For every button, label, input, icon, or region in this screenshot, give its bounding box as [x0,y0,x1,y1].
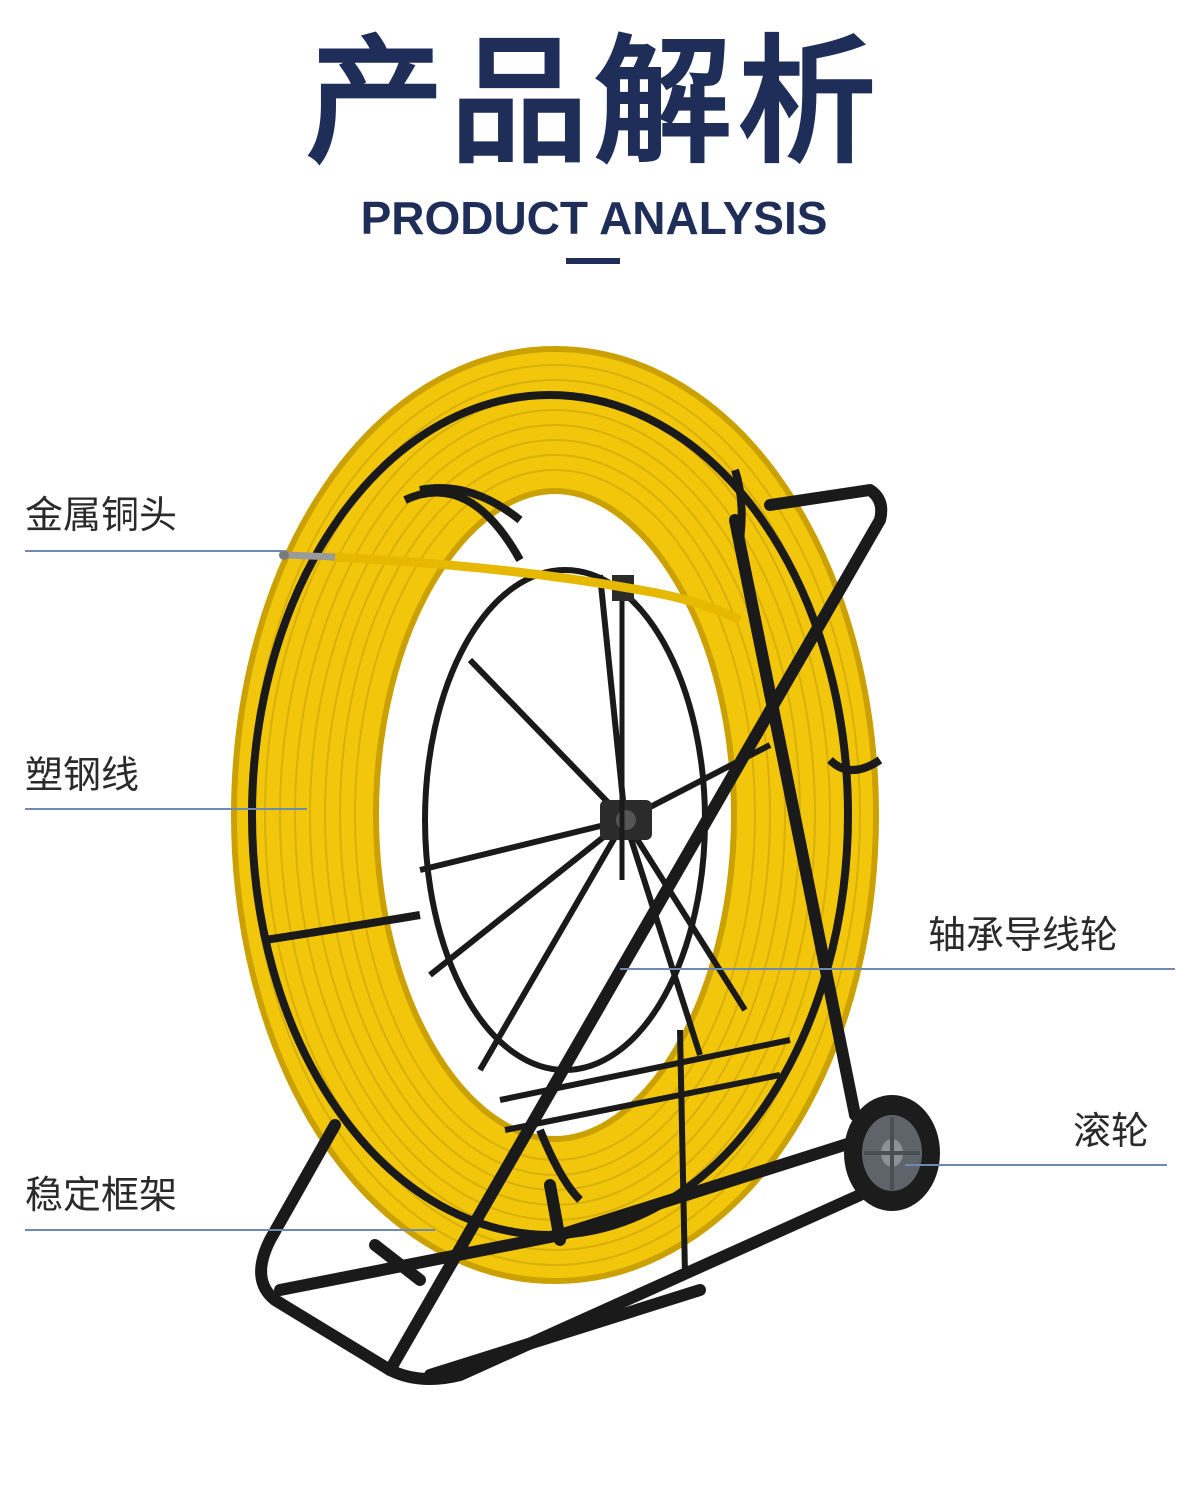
title-divider [566,258,620,264]
reel-hub [600,800,652,840]
page-subtitle: PRODUCT ANALYSIS [360,192,828,244]
reel-inner-ring [422,567,708,1073]
callout-bearing-guide-label: 轴承导线轮 [928,913,1119,957]
callout-wheel-line [905,1164,1167,1166]
callout-frame-label: 稳定框架 [25,1173,178,1217]
page-title: 产品解析 [305,22,882,183]
reel-straps [264,468,883,1203]
callout-bearing-guide-line [620,968,1175,970]
callout-metal-tip-line [25,550,285,552]
callout-frame-line [25,1229,435,1231]
frame-crossbars [499,1029,791,1276]
cart-frame [255,484,888,1385]
roller-wheel [844,1095,940,1211]
callout-wheel-label: 滚轮 [1073,1109,1150,1153]
callout-rod-line [25,808,307,810]
callout-rod-label: 塑钢线 [25,753,140,797]
callout-metal-tip-label: 金属铜头 [25,493,178,537]
reel-spokes [419,574,772,1072]
rod-extension [279,550,743,625]
